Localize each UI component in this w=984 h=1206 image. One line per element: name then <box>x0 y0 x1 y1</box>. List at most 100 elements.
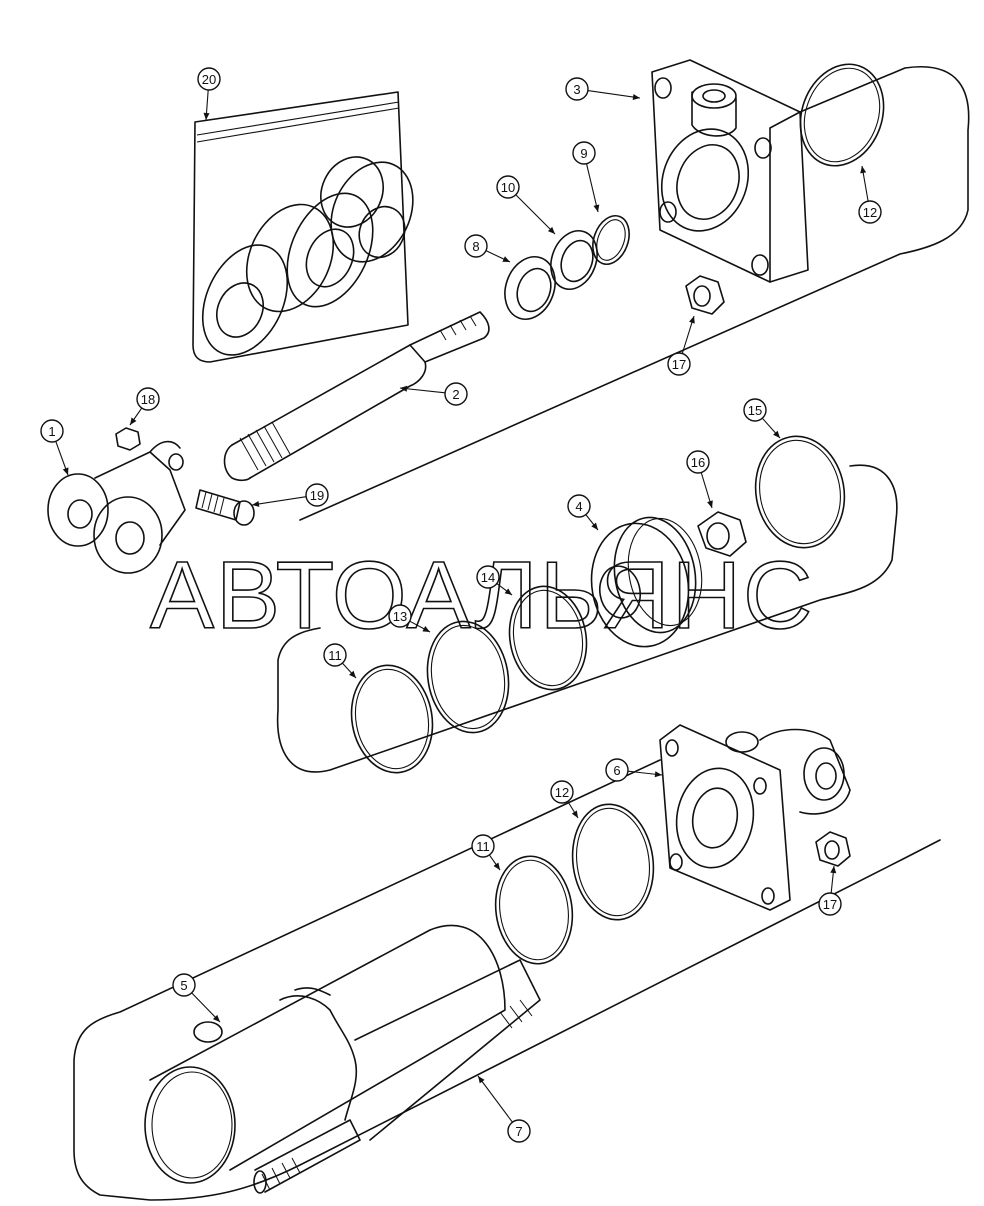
rod-end-cap <box>651 59 809 283</box>
callout-arrowhead <box>493 862 500 870</box>
callout-bubble <box>197 67 221 91</box>
watermark-text: АВТОАЛЬЯНС <box>150 542 814 649</box>
callout-arrowhead <box>689 316 695 324</box>
callout-arrowhead <box>773 430 780 438</box>
callout-bubble <box>550 780 574 804</box>
o-ring-12-upper <box>799 63 885 167</box>
callout-arrowhead <box>707 500 713 508</box>
callout-arrowhead <box>130 417 137 425</box>
callout-bubble <box>444 382 468 406</box>
wiper-seal-8 <box>504 256 556 320</box>
callout-bubble <box>388 604 412 628</box>
callout-number: 11 <box>328 648 342 663</box>
callout-arrowhead <box>830 866 837 874</box>
callout-number: 10 <box>501 180 515 195</box>
callout-leader <box>399 387 446 394</box>
callout-leader <box>515 194 556 235</box>
backup-ring-11-lower <box>494 855 574 965</box>
callout-bubble <box>686 450 710 474</box>
callout-c9: 9 <box>572 141 600 213</box>
callout-c3: 3 <box>565 77 641 101</box>
callout-c20: 20 <box>197 67 221 121</box>
piston-rod <box>223 311 490 482</box>
callout-arrowhead <box>591 522 598 530</box>
nut-18 <box>115 427 141 451</box>
cylinder-barrel <box>144 924 506 1184</box>
callout-number: 13 <box>393 609 407 624</box>
callout-bubble <box>305 483 329 507</box>
callout-arrowhead <box>502 256 510 262</box>
callout-bubble <box>471 834 495 858</box>
callout-bubble <box>667 352 691 376</box>
callout-number: 14 <box>481 570 495 585</box>
callout-c11b: 11 <box>471 834 501 871</box>
callout-c8: 8 <box>464 234 511 263</box>
callout-bubble <box>496 175 520 199</box>
callout-bubble <box>136 387 160 411</box>
rod-clevis <box>47 440 186 574</box>
callout-arrowhead <box>400 385 408 392</box>
piston-ring-14 <box>508 585 588 691</box>
callout-c12b: 12 <box>550 780 579 819</box>
callout-arrowhead <box>349 670 356 678</box>
callout-arrowhead <box>571 810 578 818</box>
callout-c17b: 17 <box>818 865 842 916</box>
callout-arrowhead <box>504 588 512 595</box>
seal-kit-bag <box>192 91 414 363</box>
callout-arrowhead <box>632 94 640 100</box>
nut-17-upper <box>685 275 725 315</box>
callout-arrowhead <box>62 467 69 475</box>
callout-c4: 4 <box>567 494 599 531</box>
callout-bubble <box>40 419 64 443</box>
callout-number: 7 <box>515 1124 522 1139</box>
o-ring-9 <box>592 214 630 266</box>
callout-bubble <box>323 643 347 667</box>
callout-c12a: 12 <box>858 165 882 224</box>
callout-bubble <box>476 565 500 589</box>
callout-arrowhead <box>547 226 555 234</box>
callout-bubble <box>818 892 842 916</box>
callout-leader <box>587 90 641 99</box>
callout-bubble <box>172 973 196 997</box>
piston-seal-13 <box>426 620 510 734</box>
lower-assembly-outline <box>73 759 941 1201</box>
callout-number: 1 <box>48 424 55 439</box>
callout-number: 3 <box>573 82 580 97</box>
callout-number: 9 <box>580 146 587 161</box>
callout-number: 20 <box>202 72 216 87</box>
callout-bubble <box>858 200 882 224</box>
callout-arrowhead <box>860 166 867 174</box>
callout-bubble <box>507 1119 531 1143</box>
callout-c16: 16 <box>686 450 713 509</box>
callout-number: 2 <box>452 387 459 402</box>
middle-assembly-outline <box>276 464 898 773</box>
callout-arrowhead <box>593 204 600 212</box>
callout-number: 5 <box>180 978 187 993</box>
callout-bubble <box>572 141 596 165</box>
o-ring-15 <box>754 435 846 549</box>
callout-arrowhead <box>654 771 662 778</box>
piston <box>590 516 703 648</box>
callout-c1: 1 <box>40 419 69 476</box>
nut-16 <box>697 511 747 557</box>
upper-assembly-outline <box>299 66 970 521</box>
callout-c6: 6 <box>605 758 663 782</box>
callout-c15: 15 <box>743 398 781 439</box>
callout-number: 17 <box>823 897 837 912</box>
tie-rod <box>253 959 541 1194</box>
callout-leader <box>477 1075 513 1123</box>
callout-bubble <box>565 77 589 101</box>
callout-number: 6 <box>613 763 620 778</box>
bolt-19 <box>195 489 255 526</box>
callout-c7: 7 <box>477 1075 531 1143</box>
callout-arrowhead <box>478 1076 485 1084</box>
callout-bubble <box>605 758 629 782</box>
callout-c5: 5 <box>172 973 221 1023</box>
callout-number: 19 <box>310 488 324 503</box>
callout-number: 12 <box>863 205 877 220</box>
callout-c13: 13 <box>388 604 431 633</box>
callout-number: 15 <box>748 403 762 418</box>
callout-leader <box>586 163 599 213</box>
o-ring-12-lower <box>571 803 655 921</box>
callout-leader <box>251 496 307 506</box>
